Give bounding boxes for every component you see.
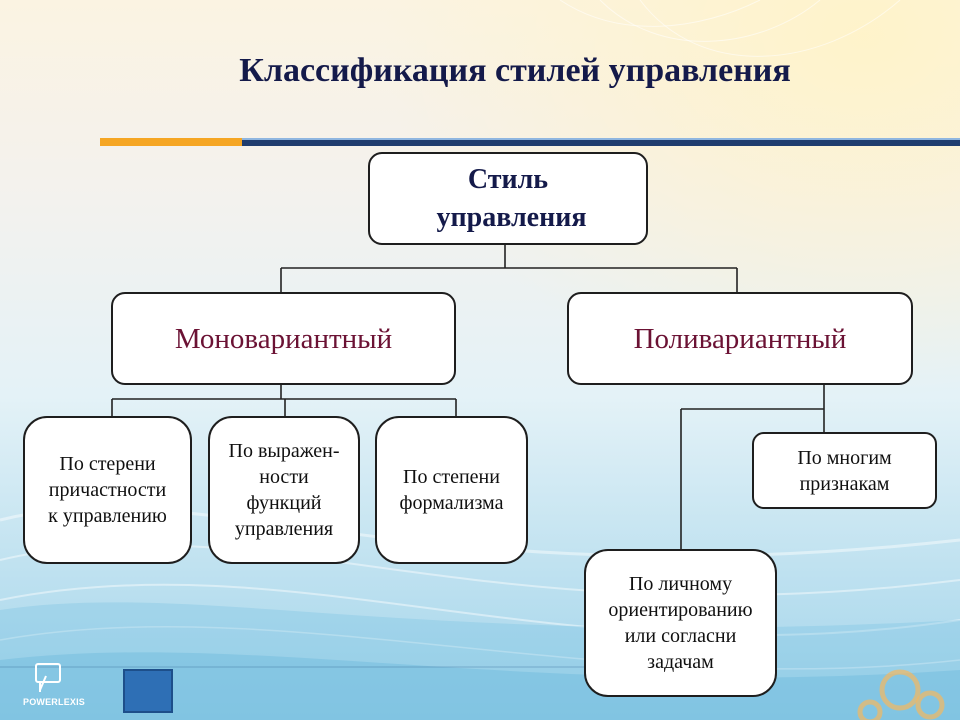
connector-lines (111, 244, 825, 549)
mono-node-label: Моновариантный (174, 322, 393, 355)
slide-title: Классификация стилей управления (239, 52, 791, 89)
mono-child-functions: По выражен- ности функций управления (208, 416, 360, 564)
mono-child-label: По степени формализма (399, 466, 504, 514)
poly-node: Поливариантный (567, 292, 913, 385)
logo-text: POWERLEXIS (23, 697, 86, 707)
mono-node: Моновариантный (111, 292, 456, 385)
mono-child-participation: По стерени причастности к управлению (23, 416, 192, 564)
poly-child-label: По личному ориентированию или согласни з… (608, 573, 753, 673)
decorative-rings (857, 669, 945, 720)
mono-child-formalism: По степени формализма (375, 416, 528, 564)
footer-square (123, 669, 173, 713)
poly-child-label: По многим признакам (797, 446, 892, 495)
root-node: Стиль управления (368, 152, 648, 245)
poly-node-label: Поливариантный (633, 322, 847, 355)
title-bar-blue (242, 138, 960, 146)
poly-child-personal-orientation: По личному ориентированию или согласни з… (584, 549, 777, 697)
logo-icon (35, 663, 61, 692)
root-node-label: Стиль управления (436, 163, 587, 233)
mono-child-label: По стерени причастности к управлению (48, 453, 167, 527)
title-bar-orange (100, 138, 242, 146)
poly-child-many-features: По многим признакам (752, 432, 937, 509)
mono-child-label: По выражен- ности функций управления (228, 440, 340, 540)
title-bar-highlight (242, 138, 960, 140)
